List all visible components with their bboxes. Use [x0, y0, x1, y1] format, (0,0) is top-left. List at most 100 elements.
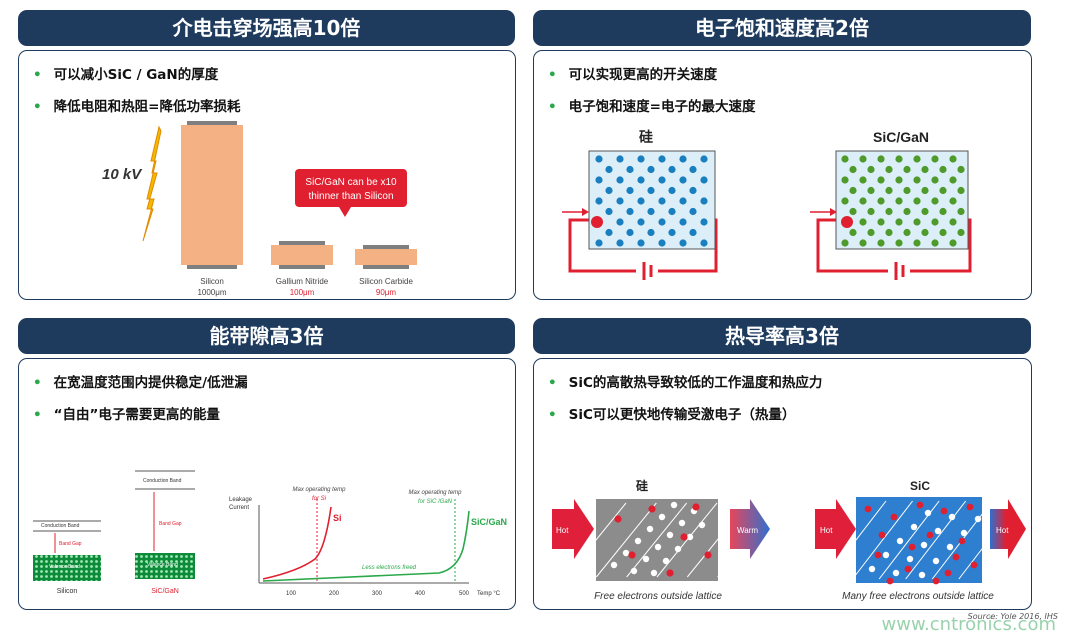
sic-bound-electron — [920, 541, 928, 549]
lattice-sic-dot — [931, 218, 939, 226]
panel4-title: 热导率高3倍 — [533, 318, 1031, 354]
si-band-caption: Silicon — [57, 588, 78, 595]
sic-conduction-label: Conduction Band — [143, 478, 182, 484]
lattice-si-dot — [626, 228, 634, 237]
caption-si: Free electrons outside lattice — [594, 591, 722, 602]
lattice-sic-dot — [913, 176, 921, 184]
si-bound-electron — [642, 555, 650, 563]
sic-lattice-line — [852, 500, 913, 580]
lattice-si-dot — [595, 197, 603, 205]
lattice-sic-dot — [877, 197, 885, 205]
lattice-si-dot — [616, 197, 624, 205]
hot-label-sic: Hot — [820, 526, 833, 535]
lattice-sic-dot — [931, 155, 939, 163]
lattice-si-dot — [616, 176, 624, 184]
si-lattice-line — [595, 502, 657, 578]
lattice-si-dot — [689, 228, 697, 237]
tick-300: 300 — [372, 591, 383, 597]
lattice-sic-dot — [949, 176, 957, 184]
lightning-bolt-icon — [142, 125, 162, 242]
lattice-si-dot — [637, 218, 645, 226]
lattice-sic-dot — [939, 165, 947, 174]
lattice-si-dot — [637, 176, 645, 184]
si-valence-label: Valence Band — [49, 564, 80, 570]
gan-slab — [271, 245, 333, 265]
si-bound-electron — [674, 545, 682, 553]
hot-arrow-si — [552, 499, 594, 559]
tick-400: 400 — [415, 591, 426, 597]
sic-bound-electron — [974, 515, 982, 523]
sic-band-caption: SiC/GaN — [151, 588, 179, 595]
sic-note-2: for SiC /GaN — [418, 499, 453, 505]
si-free-electron — [648, 505, 656, 513]
sic-free-electron — [952, 553, 960, 561]
lattice-si-dot — [637, 239, 645, 247]
lattice-si-dot — [689, 207, 697, 216]
sic-name: Silicon Carbide — [359, 277, 413, 286]
si-bound-electron — [646, 525, 654, 533]
sic-lattice-line — [905, 500, 967, 580]
lattice-sic-dot — [957, 186, 965, 195]
si-bound-electron — [678, 519, 686, 527]
callout-pointer — [339, 207, 351, 217]
panel3-bullet-1: •在宽温度范围内提供稳定/低泄漏 — [33, 375, 248, 391]
panel2-bullet-2: •电子饱和速度=电子的最大速度 — [548, 99, 756, 115]
silicon-name: Silicon — [200, 277, 224, 286]
lattice-sic-dot — [859, 176, 867, 184]
lattice-si-dot — [605, 165, 613, 174]
lattice-sic-dot — [849, 207, 857, 216]
lattice-si-dot — [658, 218, 666, 226]
warm-label-si: Warm — [737, 526, 758, 535]
sic-leakage-curve — [262, 510, 470, 582]
panel2-body: •可以实现更高的开关速度 •电子饱和速度=电子的最大速度 硅 SiC/GaN — [533, 50, 1032, 300]
panel2-title: 电子饱和速度高2倍 — [533, 10, 1031, 46]
si-lattice-lines — [565, 502, 779, 578]
arrow-right-head — [830, 208, 837, 216]
sic-slab — [355, 249, 417, 265]
hot-out-label-sic: Hot — [996, 526, 1009, 535]
thermal-diagram: 硅 SiC Hot Warm Free electrons outside la… — [552, 478, 1031, 602]
lattice-sic-dot — [921, 186, 929, 195]
lattice-si-dot — [595, 155, 603, 163]
lattice-sic-dot — [949, 239, 957, 247]
panel4-body: •SiC的高散热导致较低的工作温度和热应力 •SiC可以更快地传输受激电子（热量… — [533, 358, 1032, 610]
si-bound-electron — [698, 521, 706, 529]
sic-free-electron — [890, 513, 898, 521]
si-bound-electron — [670, 501, 678, 509]
si-bound-electron — [654, 543, 662, 551]
sic-gap-label: Band Gap — [159, 521, 182, 527]
sic-bound-electron — [906, 555, 914, 563]
lattice-sic-dot — [895, 197, 903, 205]
si-bound-electron — [658, 513, 666, 521]
lattice-sic-label: SiC/GaN — [873, 129, 929, 145]
sic-free-electron — [878, 531, 886, 539]
si-bound-electron — [650, 569, 658, 577]
bullet-text: SiC的高散热导致较低的工作温度和热应力 — [568, 375, 823, 391]
panel1-bullet-1: •可以减小SiC / GaN的厚度 — [33, 67, 219, 83]
lattice-sic-dot — [939, 207, 947, 216]
lattice-si-dot — [679, 218, 687, 226]
sic-bound-electron — [960, 529, 968, 537]
lattice-sic-dot — [895, 218, 903, 226]
lattice-sic-dot — [877, 239, 885, 247]
lattice-sic-dot — [877, 155, 885, 163]
si-free-electron — [666, 569, 674, 577]
si-free-electron — [704, 551, 712, 559]
lattice-sic-dot — [859, 155, 867, 163]
lattice-si-dot — [700, 197, 708, 205]
silicon-slab — [181, 125, 243, 265]
block-si-label: 硅 — [636, 478, 648, 493]
lattice-si-dot — [637, 197, 645, 205]
arrow-left-head — [582, 208, 589, 216]
lattice-sic-dot — [849, 165, 857, 174]
lattice-si-dot — [595, 176, 603, 184]
sic-free-electron — [904, 565, 912, 573]
lattice-si-dot — [605, 207, 613, 216]
lattice-sic-dot — [949, 218, 957, 226]
lattice-si-dot — [616, 239, 624, 247]
lattice-si-dot — [700, 218, 708, 226]
lattice-sic-dot — [859, 239, 867, 247]
si-lattice-line — [565, 502, 627, 578]
lattice-si-dot — [616, 218, 624, 226]
lattice-sic-dot — [841, 155, 849, 163]
